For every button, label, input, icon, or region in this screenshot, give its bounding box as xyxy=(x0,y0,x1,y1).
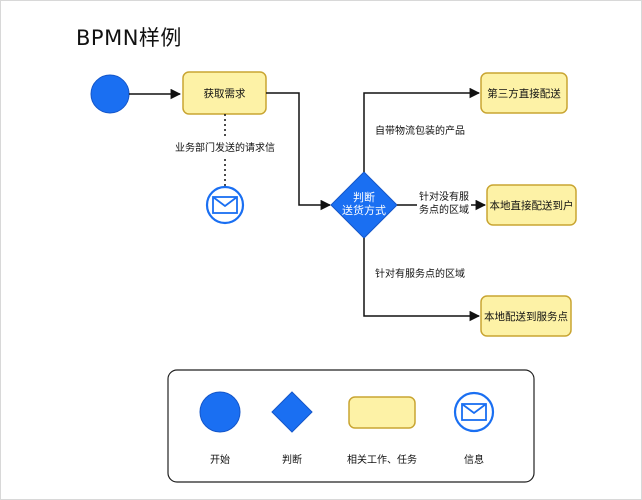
legend-circle-icon xyxy=(199,391,241,433)
legend-item-start: 开始 xyxy=(199,391,241,466)
flow-third-party-label: 自带物流包装的产品 xyxy=(375,124,465,137)
gateway-label-line1: 判断 xyxy=(353,190,375,204)
legend-task-label: 相关工作、任务 xyxy=(347,453,417,466)
task-get-request[interactable]: 获取需求 xyxy=(182,71,267,115)
legend: 开始 判断 相关工作、任务 信息 xyxy=(167,369,535,483)
task-third-party[interactable]: 第三方直接配送 xyxy=(480,72,568,114)
flow-local-direct-label-line2: 务点的区域 xyxy=(419,203,469,216)
task-local-direct-label: 本地直接配送到户 xyxy=(490,199,574,212)
flow-local-service-label: 针对有服务点的区域 xyxy=(375,267,465,280)
start-event[interactable] xyxy=(90,74,130,114)
flow-local-direct-label-line1: 针对没有服 xyxy=(419,190,469,203)
gateway-decision[interactable]: 判断 送货方式 xyxy=(330,171,398,239)
envelope-icon xyxy=(461,403,487,421)
gateway-label-line2: 送货方式 xyxy=(342,203,386,217)
message-label-bg xyxy=(175,139,275,156)
legend-message-label: 信息 xyxy=(464,453,484,466)
legend-start-label: 开始 xyxy=(210,453,230,466)
legend-task-icon xyxy=(348,396,416,429)
task-local-service-label: 本地配送到服务点 xyxy=(484,310,568,323)
legend-item-task: 相关工作、任务 xyxy=(347,396,417,466)
task-local-direct[interactable]: 本地直接配送到户 xyxy=(486,184,577,226)
legend-diamond-icon xyxy=(271,391,313,433)
flow-task-to-gateway xyxy=(266,92,332,211)
message-association-label: 业务部门发送的请求信 xyxy=(175,141,275,154)
local-direct-label-bg xyxy=(417,188,471,217)
flow-gateway-to-local-service xyxy=(363,238,481,322)
task-local-service[interactable]: 本地配送到服务点 xyxy=(480,295,572,337)
diagram-title: BPMN样例 xyxy=(76,26,182,50)
legend-item-decision: 判断 xyxy=(271,391,313,466)
task-get-request-label: 获取需求 xyxy=(204,88,246,100)
task-third-party-label: 第三方直接配送 xyxy=(487,87,561,100)
legend-item-message: 信息 xyxy=(453,391,495,466)
legend-decision-label: 判断 xyxy=(282,453,302,466)
envelope-icon xyxy=(212,196,238,214)
message-event[interactable] xyxy=(205,185,245,225)
flow-gateway-to-third-party xyxy=(363,87,481,172)
